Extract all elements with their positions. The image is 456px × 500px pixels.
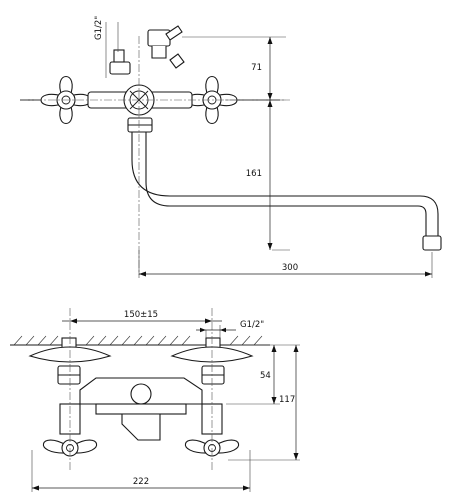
spout bbox=[131, 131, 442, 251]
dim-height-total-bottom-label: 117 bbox=[279, 395, 295, 405]
dim-overall-width: 222 bbox=[31, 450, 251, 492]
dim-height-body-label: 54 bbox=[260, 371, 271, 381]
dim-g-thread-top: G1/2" bbox=[94, 16, 119, 78]
dim-height-total-label: 161 bbox=[246, 169, 262, 179]
dim-g-thread-bottom: G1/2" bbox=[196, 320, 264, 338]
dim-vertical-bottom: 54 117 bbox=[226, 344, 300, 461]
dim-center-distance-label: 150±15 bbox=[124, 310, 158, 320]
dim-spout-length: 300 bbox=[138, 250, 433, 278]
dim-spout-length-label: 300 bbox=[282, 263, 298, 273]
wall bbox=[10, 335, 270, 346]
mixer-body bbox=[87, 84, 193, 133]
shower-outlet bbox=[109, 25, 185, 75]
dim-vertical-top: 71 161 bbox=[182, 36, 290, 251]
left-handle-front bbox=[42, 439, 98, 457]
dim-g-thread-bottom-label: G1/2" bbox=[240, 320, 264, 330]
mixer-body-front bbox=[59, 377, 223, 441]
top-view: G1/2" 71 161 300 bbox=[20, 16, 442, 278]
right-handle-front bbox=[184, 439, 240, 457]
bottom-view: 150±15 G1/2" 54 117 bbox=[10, 308, 300, 492]
dim-center-distance: 150±15 bbox=[62, 310, 222, 324]
dim-overall-width-label: 222 bbox=[133, 477, 149, 487]
dim-g-thread-label: G1/2" bbox=[94, 16, 104, 40]
dim-height-upper-label: 71 bbox=[251, 63, 262, 73]
